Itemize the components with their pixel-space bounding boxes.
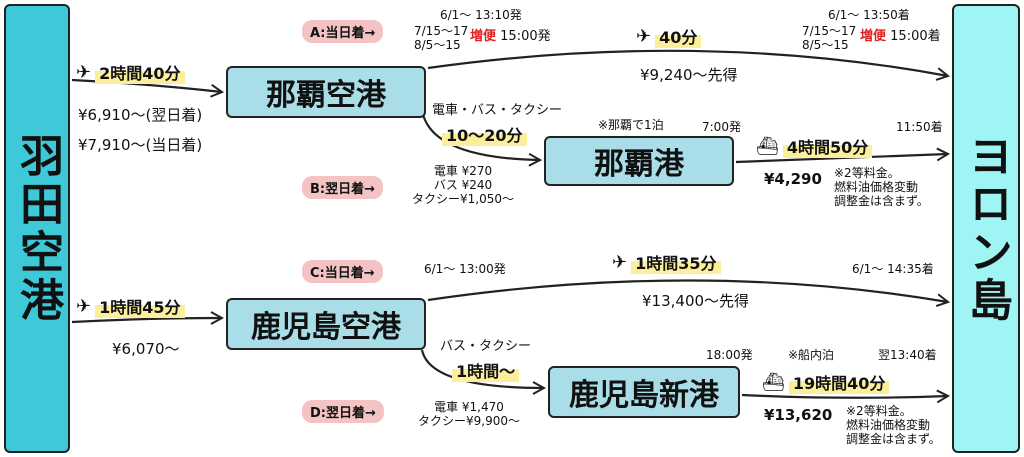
naha-fare-train: 電車 ¥270 xyxy=(433,164,493,178)
naha-port-dep-time: 7:00発 xyxy=(702,120,741,134)
naha-yoron-duration: 40分 xyxy=(655,24,702,48)
line-kagoshima-yoron xyxy=(427,279,948,302)
line-naha-nahaport xyxy=(420,109,540,160)
naha-port-note: ※那覇で1泊 xyxy=(598,118,664,132)
plane-icon: ✈ xyxy=(612,251,628,273)
naha-port-box: 那覇港 xyxy=(544,136,734,186)
kagoshima-ferry-fare-notes: ※2等料金。 燃料油価格変動 調整金は含まず。 xyxy=(846,404,941,446)
naha-fare-note-3: 調整金は含まず。 xyxy=(834,194,929,208)
naha-ferry-duration: 4時間50分 xyxy=(782,134,873,158)
kagoshima-fare-note-3: 調整金は含まず。 xyxy=(846,432,941,446)
kagoshima-fare-train: 電車 ¥1,470 xyxy=(434,400,504,414)
naha-arr-extra-row: 増便 15:00着 xyxy=(860,30,941,44)
naha-transfer-fares: 電車 ¥270 バス ¥240 タクシー¥1,050～ xyxy=(412,164,514,206)
haneda-naha-fare-same: ¥7,910～(当日着) xyxy=(78,136,203,154)
naha-dep-extra-dates-2: 8/5～15 xyxy=(414,38,461,52)
kagoshima-transfer-duration: 1時間～ xyxy=(452,358,520,382)
naha-fare-note-1: ※2等料金。 xyxy=(834,166,900,180)
naha-ferry-fare: ¥4,290 xyxy=(764,170,822,188)
haneda-naha-fare-next: ¥6,910～(翌日着) xyxy=(78,106,203,124)
kagoshima-port-arr-time: 翌13:40着 xyxy=(878,348,937,362)
kagoshima-ferry: ⛴ 19時間40分 xyxy=(762,370,890,394)
kagoshima-port-note: ※船内泊 xyxy=(788,348,835,362)
kagoshima-yoron-fare: ¥13,400～先得 xyxy=(642,292,750,310)
naha-yoron-flight: ✈ 40分 xyxy=(636,24,702,48)
naha-transfer-modes: 電車・バス・タクシー xyxy=(432,103,563,118)
destination-label: ヨロン島 xyxy=(961,132,1012,325)
naha-arr-extra-dates-2: 8/5～15 xyxy=(802,38,849,52)
kagoshima-fare-note-1: ※2等料金。 xyxy=(846,404,912,418)
kagoshima-yoron-arr-time: 6/1～ 14:35着 xyxy=(852,262,934,276)
route-tag-d: D:翌日着→ xyxy=(302,400,384,423)
kagoshima-yoron-duration: 1時間35分 xyxy=(631,250,721,274)
kagoshima-airport-label: 鹿児島空港 xyxy=(251,310,401,345)
naha-arr-extra-dates-1: 7/15～17 xyxy=(802,24,857,38)
haneda-kagoshima-flight: ✈ 1時間45分 xyxy=(76,294,185,318)
naha-transfer-duration: 10～20分 xyxy=(442,122,527,146)
line-kagoport-yoron xyxy=(741,395,948,398)
kagoshima-fare-note-2: 燃料油価格変動 xyxy=(846,418,931,432)
ferry-icon: ⛴ xyxy=(762,371,785,393)
haneda-naha-flight: ✈ 2時間40分 xyxy=(76,60,185,84)
naha-dep-extra-row: 増便 15:00発 xyxy=(470,30,551,44)
plane-icon: ✈ xyxy=(636,25,652,47)
route-tag-b: B:翌日着→ xyxy=(302,176,384,199)
kagoshima-ferry-duration: 19時間40分 xyxy=(788,370,890,394)
kagoshima-dep-time: 6/1～ 13:00発 xyxy=(424,262,506,276)
kagoshima-port-label: 鹿児島新港 xyxy=(569,378,719,413)
naha-port-arr-time: 11:50着 xyxy=(896,120,943,134)
origin-label: 羽田空港 xyxy=(12,132,63,325)
kagoshima-transfer-fares: 電車 ¥1,470 タクシー¥9,900～ xyxy=(418,400,520,428)
kagoshima-port-box: 鹿児島新港 xyxy=(548,366,740,418)
naha-dep-extra-dates-1: 7/15～17 xyxy=(414,24,469,38)
naha-dep-extra-time: 15:00発 xyxy=(500,29,551,44)
naha-yoron-fare: ¥9,240～先得 xyxy=(640,66,738,84)
line-nahaport-yoron xyxy=(735,154,948,164)
haneda-naha-duration: 2時間40分 xyxy=(95,60,185,84)
line-haneda-naha xyxy=(71,78,222,92)
naha-airport-box: 那覇空港 xyxy=(226,66,426,118)
naha-ferry-fare-notes: ※2等料金。 燃料油価格変動 調整金は含まず。 xyxy=(834,166,929,208)
naha-fare-note-2: 燃料油価格変動 xyxy=(834,180,919,194)
line-haneda-kagoshima xyxy=(71,318,222,322)
kagoshima-yoron-flight: ✈ 1時間35分 xyxy=(612,250,721,274)
ferry-icon: ⛴ xyxy=(756,135,779,157)
naha-yoron-arr-extra: 7/15～17 8/5～15 xyxy=(802,24,856,52)
naha-airport-label: 那覇空港 xyxy=(266,78,386,113)
kagoshima-ferry-fare: ¥13,620 xyxy=(764,406,833,424)
origin-haneda-box: 羽田空港 xyxy=(4,4,70,453)
naha-ferry: ⛴ 4時間50分 xyxy=(756,134,873,158)
naha-fare-taxi: タクシー¥1,050～ xyxy=(412,192,514,206)
naha-port-label: 那覇港 xyxy=(594,147,684,182)
kagoshima-port-dep-time: 18:00発 xyxy=(706,348,753,362)
kagoshima-airport-box: 鹿児島空港 xyxy=(226,298,426,350)
naha-arr-extra-label: 増便 xyxy=(860,29,887,44)
haneda-kagoshima-fare: ¥6,070～ xyxy=(112,340,180,358)
naha-yoron-arr-time: 6/1～ 13:50着 xyxy=(828,8,910,22)
route-tag-c: C:当日着→ xyxy=(302,260,383,283)
destination-yoron-box: ヨロン島 xyxy=(952,4,1020,453)
naha-dep-time: 6/1～ 13:10発 xyxy=(440,8,522,22)
naha-dep-extra-label: 増便 xyxy=(470,29,497,44)
naha-arr-extra-time: 15:00着 xyxy=(890,29,941,44)
kagoshima-fare-taxi: タクシー¥9,900～ xyxy=(418,414,520,428)
route-tag-a: A:当日着→ xyxy=(302,20,384,43)
kagoshima-transfer-modes: バス・タクシー xyxy=(440,339,532,354)
naha-dep-extra: 7/15～17 8/5～15 xyxy=(414,24,468,52)
line-naha-yoron xyxy=(427,49,948,76)
haneda-kagoshima-duration: 1時間45分 xyxy=(95,294,185,318)
plane-icon: ✈ xyxy=(76,61,92,83)
naha-fare-bus: バス ¥240 xyxy=(433,178,493,192)
plane-icon: ✈ xyxy=(76,295,92,317)
